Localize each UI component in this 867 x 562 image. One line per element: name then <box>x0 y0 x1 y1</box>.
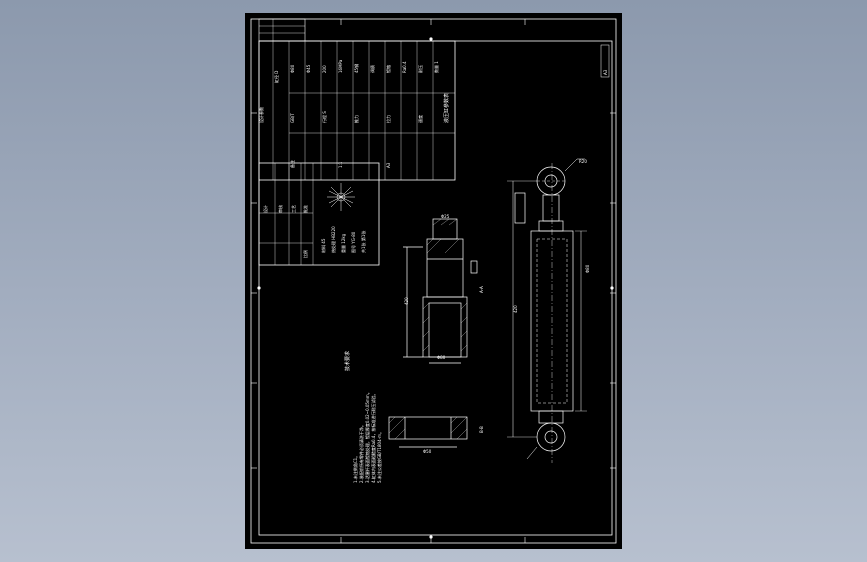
svg-text:200: 200 <box>322 65 327 73</box>
svg-text:批准: 批准 <box>302 205 308 213</box>
note-1: 1.未注倒角C1。 <box>352 454 358 483</box>
svg-text:共1张 第1张: 共1张 第1张 <box>360 231 366 253</box>
outer-border <box>250 18 617 544</box>
zone-ticks <box>251 19 616 543</box>
note-title: 技术要求 <box>344 351 351 371</box>
dim-barrel-label: Φ80 <box>585 264 590 273</box>
title-block-header: 液压缸参数表 <box>443 93 450 123</box>
border-mark: A3 <box>603 69 608 75</box>
svg-text:Φ80: Φ80 <box>290 64 295 73</box>
dim-total-length: 420 <box>513 305 518 313</box>
svg-text:耐压: 耐压 <box>417 65 423 73</box>
note-3: 3.活塞杆表面镀铬处理，镀层厚度0.02~0.05mm。 <box>364 390 370 483</box>
svg-text:图号 YG-80: 图号 YG-80 <box>350 231 356 253</box>
cad-drawing: 设计参数 缸径 D Φ80 Φ45 200 16MPa 45钢 调质 镀铬 Ra… <box>250 18 617 544</box>
svg-text:热处理 HB220: 热处理 HB220 <box>330 226 336 253</box>
dim-cap-label: Φ50 <box>423 449 432 454</box>
svg-text:行程 S: 行程 S <box>321 111 327 123</box>
svg-text:1:1: 1:1 <box>338 161 343 168</box>
roughness-symbol <box>327 183 355 211</box>
title-block-lower: 设计 审核 工艺 批准 比例 材料 45 热处理 HB220 重量 12kg 图… <box>258 162 380 266</box>
section-mark-bottom: B-B <box>479 426 484 433</box>
svg-text:推力: 推力 <box>353 115 359 123</box>
technical-notes: 技术要求 1.未注倒角C1。 2.装配前所有零件必须清洗干净。 3.活塞杆表面镀… <box>344 351 382 483</box>
svg-text:备注: 备注 <box>289 160 295 168</box>
svg-text:缸径 D: 缸径 D <box>273 71 279 83</box>
section-mark-top: A-A <box>479 286 484 293</box>
svg-text:镀铬: 镀铬 <box>385 65 391 73</box>
dim-rod-label: Φ25 <box>441 214 450 219</box>
svg-text:Ra0.4: Ra0.4 <box>402 61 407 73</box>
svg-text:16MPa: 16MPa <box>338 59 343 73</box>
dim-bore-label: Φ80 <box>437 355 446 360</box>
svg-text:设计参数: 设计参数 <box>258 107 264 123</box>
dim-length-label: 420 <box>404 297 409 305</box>
note-4: 4.缸体内表面粗糙度Ra0.4，按标准进行耐压试验。 <box>370 392 376 483</box>
svg-text:Φ45: Φ45 <box>306 64 311 73</box>
svg-text:设计: 设计 <box>262 205 268 213</box>
svg-text:A3: A3 <box>386 162 391 168</box>
parameter-table: 设计参数 缸径 D Φ80 Φ45 200 16MPa 45钢 调质 镀铬 Ra… <box>258 40 456 181</box>
cylinder-assembly <box>507 158 587 463</box>
svg-text:45钢: 45钢 <box>353 64 359 73</box>
sheet-size-box <box>600 44 610 78</box>
svg-text:审核: 审核 <box>277 205 283 213</box>
piston-section-view <box>403 218 478 364</box>
tag-block <box>258 18 306 42</box>
svg-text:拉力: 拉力 <box>385 115 391 123</box>
svg-text:GB/T: GB/T <box>290 113 295 123</box>
drawing-sheet: 设计参数 缸径 D Φ80 Φ45 200 16MPa 45钢 调质 镀铬 Ra… <box>245 13 622 549</box>
inner-border <box>258 40 613 536</box>
end-cap-section <box>388 416 468 448</box>
svg-text:速度: 速度 <box>417 115 423 123</box>
svg-text:调质: 调质 <box>369 65 375 73</box>
note-2: 2.装配前所有零件必须清洗干净。 <box>358 423 364 483</box>
svg-text:数量 1: 数量 1 <box>433 61 439 73</box>
svg-text:重量 12kg: 重量 12kg <box>340 233 346 253</box>
center-marks <box>257 37 614 539</box>
svg-text:工艺: 工艺 <box>291 205 296 213</box>
dim-eye-label: R20 <box>579 159 587 164</box>
note-5: 5.未注公差按GB/T1804-m。 <box>376 430 382 483</box>
svg-text:材料 45: 材料 45 <box>320 238 326 253</box>
svg-text:比例: 比例 <box>302 250 308 258</box>
